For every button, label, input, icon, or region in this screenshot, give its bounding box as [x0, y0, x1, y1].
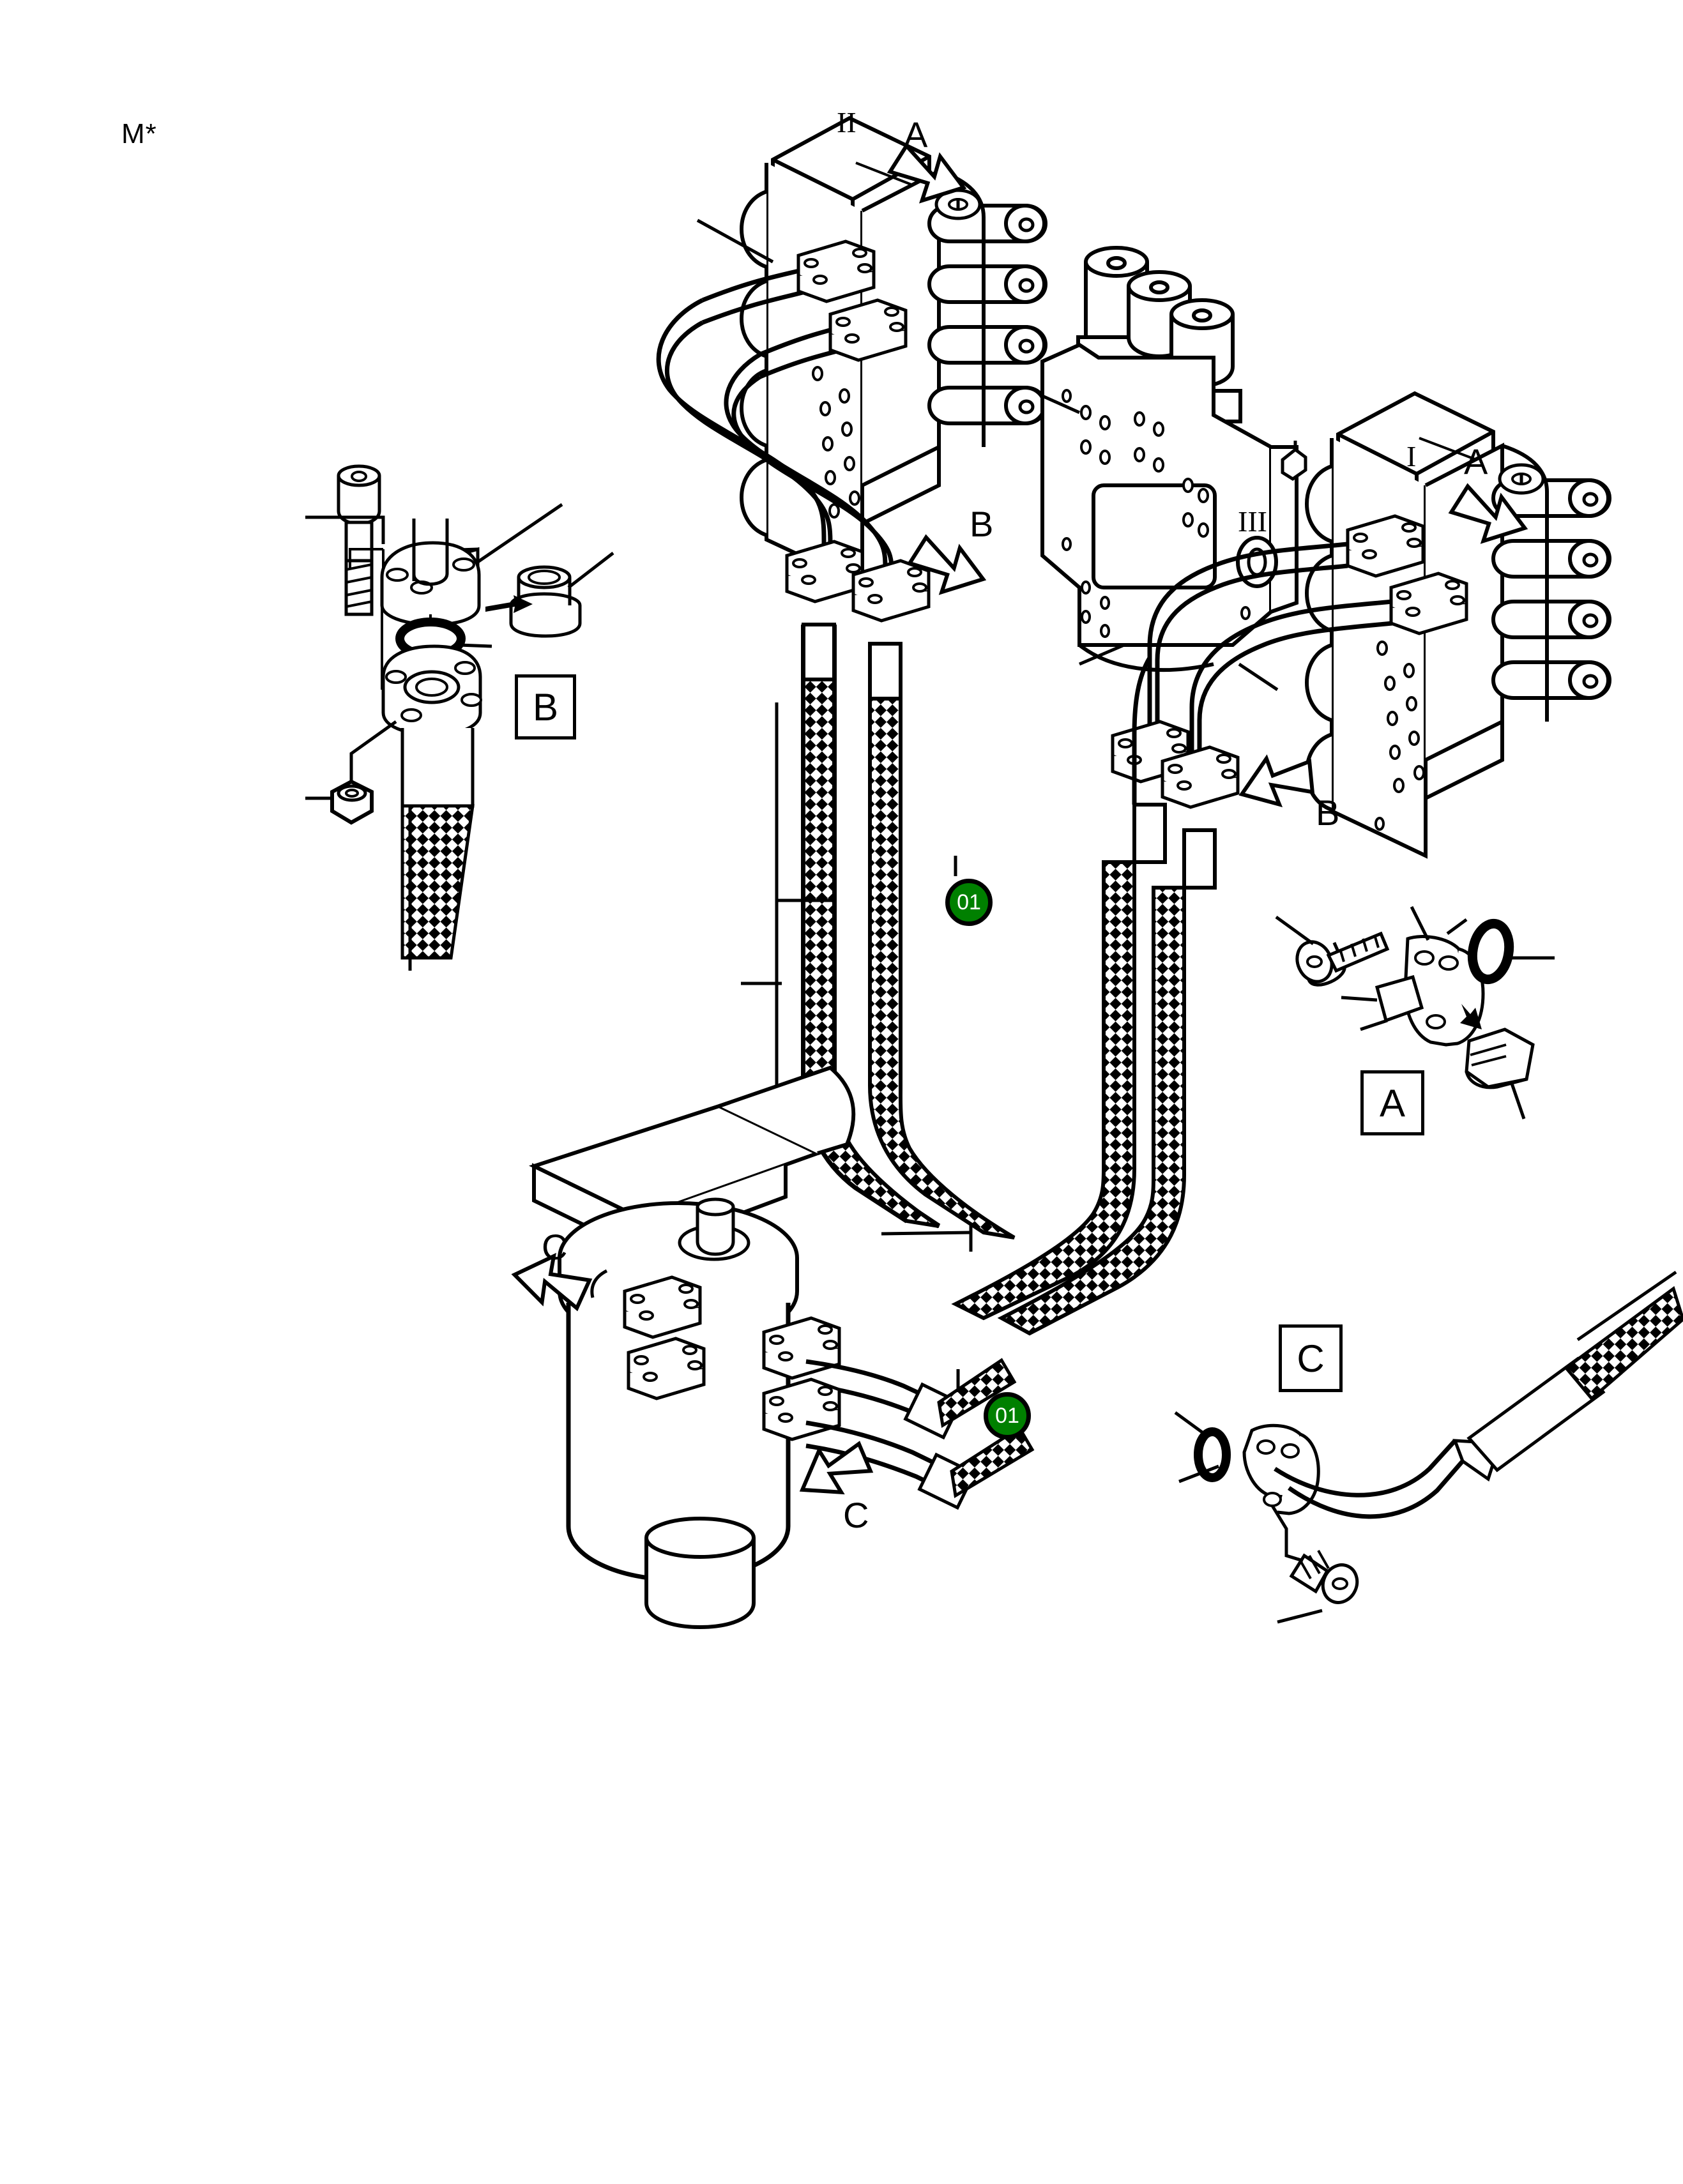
arrow-c-left-label: C	[542, 1227, 568, 1267]
hose-run-right	[951, 656, 1217, 1336]
detail-box-a-label: A	[1379, 1081, 1406, 1125]
detail-box-b-label: B	[532, 685, 559, 729]
detail-a-exploded-graphic	[1275, 906, 1555, 1119]
valve-block-ii-label: II	[837, 106, 857, 139]
filter-canister-graphic	[529, 1065, 1035, 1630]
arrow-a-top-label: A	[904, 114, 928, 155]
valve-ii-tube-ports	[701, 241, 906, 379]
detail-box-a: A	[1360, 1070, 1424, 1135]
arrow-a-right-label: A	[1464, 441, 1488, 482]
valve-block-iii-graphic	[1040, 246, 1307, 672]
callout-01-lower[interactable]: 01	[984, 1392, 1031, 1439]
tube-run-right	[1113, 542, 1393, 807]
valve-block-i-graphic	[1305, 391, 1610, 859]
arrow-b-right-label: B	[1316, 792, 1340, 833]
detail-b-exploded-graphic	[305, 464, 614, 971]
valve-block-iii-label: III	[1238, 505, 1267, 538]
split-flange-b-center	[787, 542, 929, 621]
detail-c-exploded-graphic	[1174, 1270, 1683, 1624]
callout-01-upper-label: 01	[957, 890, 981, 914]
corner-note: M*	[121, 118, 157, 149]
callout-01-upper[interactable]: 01	[945, 879, 993, 926]
detail-box-c: C	[1279, 1324, 1343, 1392]
section-arrow-shapes	[511, 142, 1528, 1495]
callout-01-lower-label: 01	[995, 1403, 1019, 1428]
leader-lines-main	[696, 218, 1279, 1392]
arrow-b-center-label: B	[970, 504, 994, 544]
detail-box-b: B	[515, 674, 576, 739]
arrow-c-bottom-label: C	[843, 1495, 869, 1535]
detail-box-c-label: C	[1297, 1337, 1325, 1380]
valve-block-i-label: I	[1406, 440, 1417, 473]
